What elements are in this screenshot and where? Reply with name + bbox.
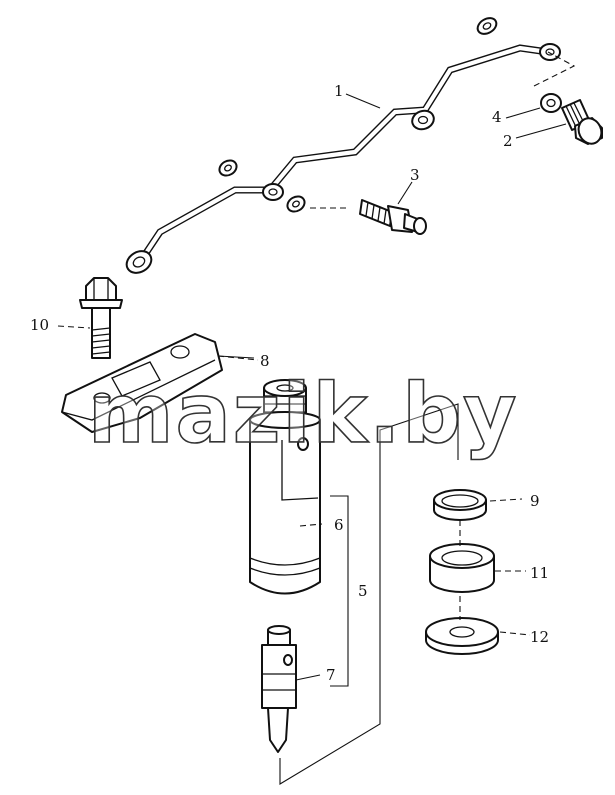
sleeve-part-11[interactable] bbox=[429, 543, 495, 593]
assembly-lines bbox=[57, 51, 576, 785]
callout-labels: 1 2 3 4 5 6 7 8 9 10 11 12 bbox=[30, 82, 549, 684]
callout-4: 4 bbox=[492, 108, 502, 126]
pipe-washers bbox=[218, 17, 498, 213]
fuel-pipe-part-1[interactable] bbox=[123, 43, 561, 277]
callout-8: 8 bbox=[260, 352, 270, 370]
callout-6: 6 bbox=[334, 516, 344, 534]
nozzle-part-7[interactable] bbox=[261, 625, 297, 753]
callout-10: 10 bbox=[30, 316, 49, 334]
callout-11: 11 bbox=[530, 564, 549, 582]
injector-body-part-6[interactable] bbox=[249, 379, 321, 595]
clamp-plate-part-8[interactable] bbox=[61, 333, 223, 433]
callout-7: 7 bbox=[326, 666, 336, 684]
washer-part-12[interactable] bbox=[425, 617, 499, 655]
bolt-part-10[interactable] bbox=[79, 277, 123, 359]
callout-2: 2 bbox=[503, 132, 513, 150]
banjo-bolt-part-2[interactable] bbox=[561, 99, 605, 147]
callout-1: 1 bbox=[334, 82, 344, 100]
washer-part-4[interactable] bbox=[540, 93, 562, 113]
callout-12: 12 bbox=[530, 628, 549, 646]
leader-lines bbox=[217, 93, 567, 681]
callout-3: 3 bbox=[410, 166, 420, 184]
fitting-part-3[interactable] bbox=[359, 199, 427, 235]
callout-5: 5 bbox=[358, 582, 368, 600]
watermark-text: mazik.by bbox=[88, 367, 518, 462]
callout-9: 9 bbox=[530, 492, 540, 510]
seal-ring-part-9[interactable] bbox=[433, 489, 487, 521]
